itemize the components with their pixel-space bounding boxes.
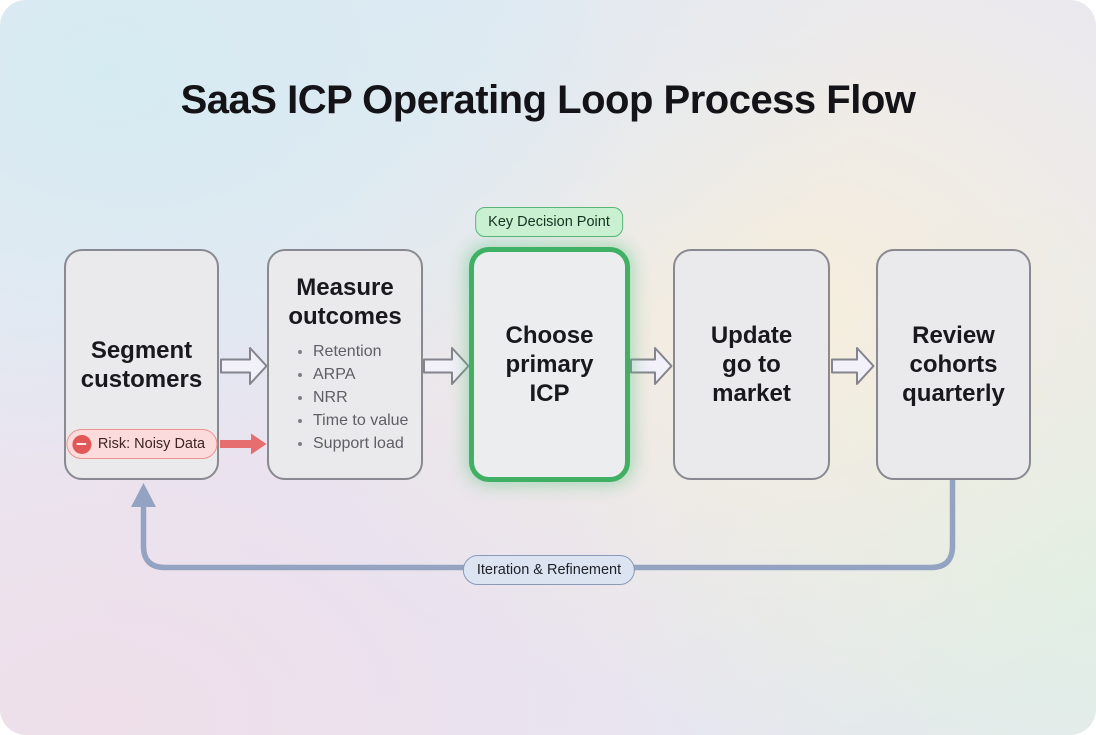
flow-arrow-1-icon [220,347,268,385]
node-label: Measure outcomes [288,274,402,330]
metric-item: Time to value [313,409,421,432]
metric-item: Support load [313,432,421,455]
flow-node-measure-outcomes: Measure outcomes Retention ARPA NRR Time… [267,249,423,480]
flow-node-update-go-to-market: Update go to market [673,249,830,480]
node-label: Update go to market [710,322,793,407]
metric-item: NRR [313,386,421,409]
feedback-loop-arrowhead-icon [131,483,156,507]
key-decision-badge: Key Decision Point [475,207,623,237]
risk-arrow-icon [220,433,267,455]
node-label: Review cohorts quarterly [902,322,1005,407]
flow-node-choose-primary-icp: Choose primary ICP [469,247,630,482]
flow-arrow-3-icon [630,347,673,385]
risk-badge: Risk: Noisy Data [65,429,218,459]
iteration-refinement-label: Iteration & Refinement [462,555,636,585]
flow-node-segment-customers: Segment customers Risk: Noisy Data [64,249,219,480]
minus-icon [71,434,91,454]
metric-list: Retention ARPA NRR Time to value Support… [269,340,421,455]
node-label: Segment customers [80,336,203,393]
metric-item: Retention [313,340,421,363]
page-title: SaaS ICP Operating Loop Process Flow [180,78,916,122]
risk-badge-label: Risk: Noisy Data [97,436,206,452]
metric-item: ARPA [313,363,421,386]
flow-arrow-2-icon [423,347,470,385]
node-label: Choose primary ICP [505,322,594,407]
flow-node-review-cohorts-quarterly: Review cohorts quarterly [876,249,1031,480]
flow-arrow-4-icon [831,347,875,385]
